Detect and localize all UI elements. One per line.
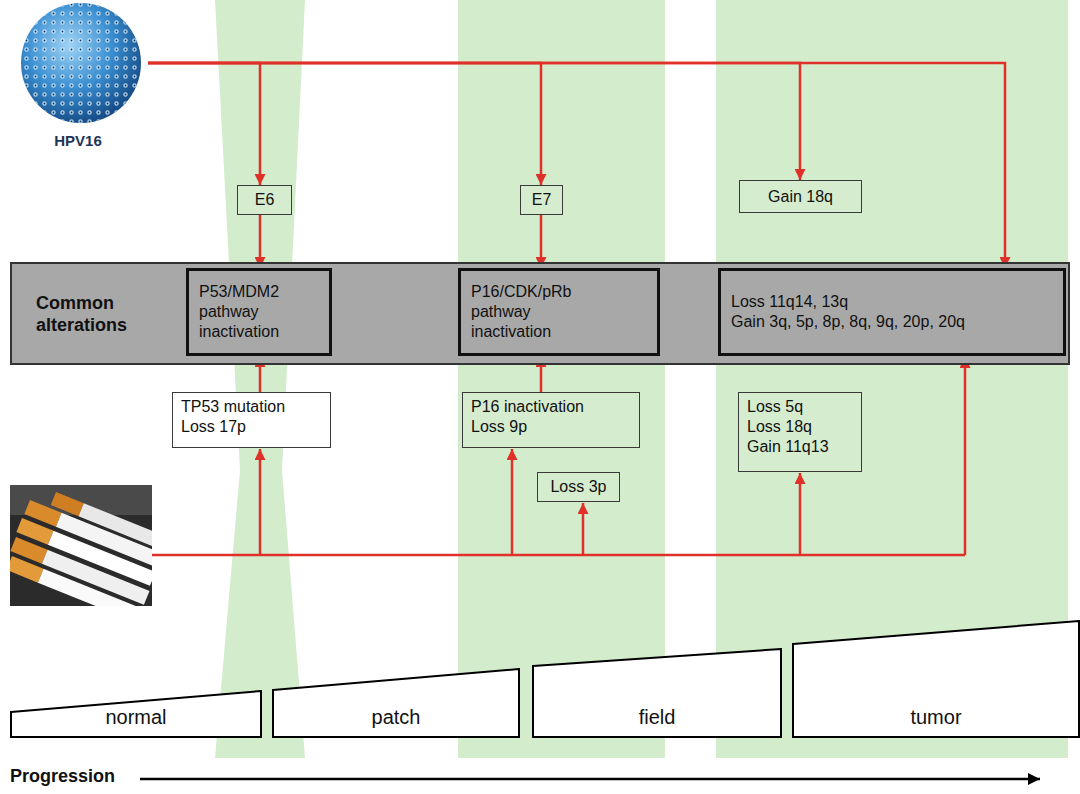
node-text: Loss 17p: [181, 417, 322, 437]
smoking-wire: [511, 449, 514, 555]
node-text: field: [639, 705, 676, 729]
node-text: E6: [255, 190, 275, 210]
smoking-wire: [582, 503, 585, 555]
node-text: normal: [105, 705, 166, 729]
smoking-wire: [259, 449, 262, 555]
node-text: patch: [372, 705, 421, 729]
causal-arrow: [540, 215, 543, 268]
alteration-box: P16 inactivationLoss 9p: [462, 392, 640, 448]
node-text: Common alterations: [36, 292, 166, 336]
node-text: Gain 18q: [768, 187, 833, 207]
node-text: Gain 3q, 5p, 8p, 8q, 9q, 20p, 20q: [731, 312, 1053, 332]
smoking-wire: [964, 357, 967, 555]
alteration-box: Gain 18q: [739, 180, 862, 213]
pathway-box: P53/MDM2 pathway inactivation: [186, 268, 332, 356]
node-text: E7: [532, 190, 552, 210]
oncogene-box: E6: [237, 185, 292, 215]
smoking-wires: [152, 357, 965, 555]
causal-arrow: [148, 63, 541, 185]
node-text: Loss 18q: [747, 417, 853, 437]
node-text: P16/CDK/pRb pathway inactivation: [471, 282, 583, 342]
node-text: Loss 5q: [747, 397, 853, 417]
virus-capsomeres: [21, 3, 141, 123]
virus-illustration: [13, 0, 143, 128]
alteration-box: Loss 11q14, 13qGain 3q, 5p, 8p, 8q, 9q, …: [718, 268, 1066, 356]
node-text: TP53 mutation: [181, 397, 322, 417]
smoking-wire: [799, 473, 802, 555]
smoking-wire: [152, 554, 965, 557]
causal-arrow: [148, 63, 1005, 268]
common-band: Common alterations P53/MDM2 pathway inact…: [10, 262, 1070, 365]
stage-band: [458, 0, 665, 758]
node-text: Gain 11q13: [747, 437, 853, 457]
progression-arrow: [140, 778, 1040, 781]
cigarette-illustration: [10, 485, 152, 606]
stage-shape: [273, 669, 519, 737]
node-text: HPV16: [54, 132, 102, 149]
virus-figure: HPV16: [8, 0, 148, 160]
virus-body: [21, 3, 141, 123]
causal-arrow: [148, 63, 260, 185]
alteration-box: Loss 3p: [537, 472, 620, 502]
stage-box: normal: [10, 690, 262, 738]
axis-label: Progression: [10, 766, 115, 787]
stage-shape: [793, 621, 1079, 737]
stage-box: field: [532, 648, 782, 738]
node-text: Loss 11q14, 13q: [731, 292, 1053, 312]
pathway-box: P16/CDK/pRb pathway inactivation: [458, 268, 660, 356]
alteration-box: Loss 5qLoss 18qGain 11q13: [738, 392, 862, 472]
node-text: Loss 3p: [550, 477, 606, 497]
causal-arrow: [259, 215, 262, 268]
stage-box: patch: [272, 668, 520, 738]
oncogene-box: E7: [520, 185, 563, 215]
node-text: P16 inactivation: [471, 397, 631, 417]
node-text: Loss 9p: [471, 417, 631, 437]
node-text: P53/MDM2 pathway inactivation: [199, 282, 304, 342]
causal-arrow: [148, 63, 800, 180]
node-text: tumor: [910, 705, 961, 729]
stage-shape: [11, 691, 261, 737]
stage-shape: [533, 649, 781, 737]
stage-box: tumor: [792, 620, 1080, 738]
alteration-box: TP53 mutationLoss 17p: [172, 392, 331, 448]
